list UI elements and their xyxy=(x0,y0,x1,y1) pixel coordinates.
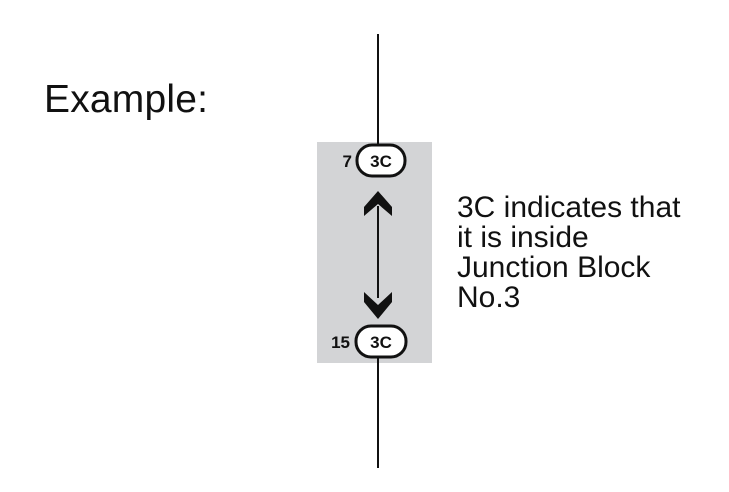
bottom-connector-oval xyxy=(354,324,408,359)
top-connector-code: 3C xyxy=(370,152,392,171)
note-line-2: it is inside xyxy=(457,221,589,254)
note-line-4: No.3 xyxy=(457,281,521,314)
junction-block-note: 3C indicates that it is inside Junction … xyxy=(457,193,680,313)
note-line-1: 3C indicates that xyxy=(457,191,681,224)
down-arrow-head-icon xyxy=(364,292,392,319)
bottom-connector-pin: 15 xyxy=(331,333,350,352)
note-line-3: Junction Block xyxy=(457,251,651,284)
top-connector-oval xyxy=(355,143,407,178)
top-connector-pin: 7 xyxy=(343,152,352,171)
example-title: Example: xyxy=(44,78,209,121)
up-arrow-head-icon xyxy=(364,191,392,216)
bottom-connector-code: 3C xyxy=(370,333,392,352)
